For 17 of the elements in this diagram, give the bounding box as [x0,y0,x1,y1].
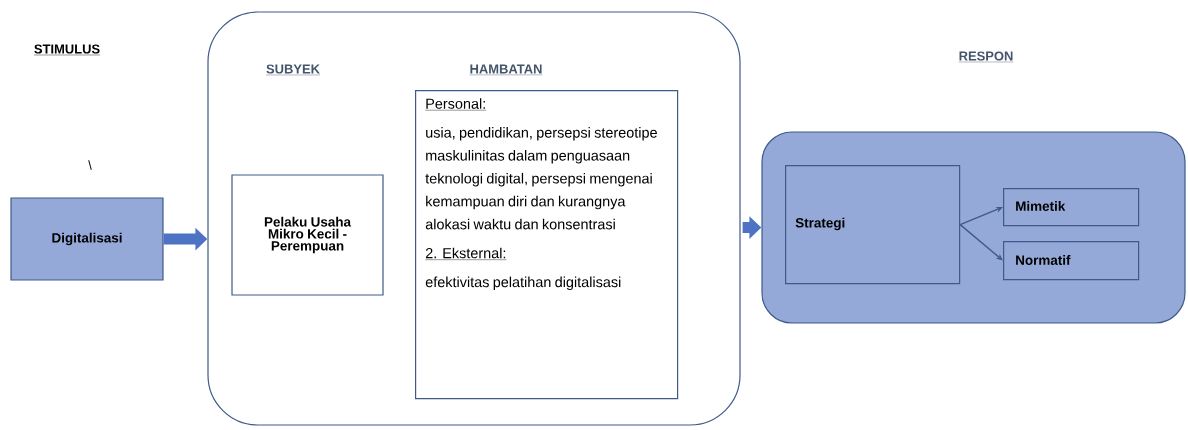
column-heading: SUBYEK [265,64,321,76]
section-heading: RESPON [958,51,1014,63]
section-heading: STIMULUS [33,44,101,56]
process-box: Normatif [1003,241,1140,281]
process-box: Mimetik [1003,188,1140,227]
text-box [415,90,679,400]
process-box: Pelaku Usaha Mikro Kecil - Perempuan [231,174,384,296]
process-box: Digitalisasi [10,197,164,281]
subheading: 2. Eksternal: [425,247,507,260]
subheading: Personal: [425,98,487,111]
arrow [959,223,1003,261]
stray-mark: \ [88,160,92,170]
process-box: Strategi [785,165,961,285]
paragraph: usia, pendidikan, persepsi stereotipe maskulinitas dalam penguasaan teknologi digital, persepsi mengenai kemampuan diri dan kurangnya alokasi waktu dan konsentrasi [425,127,657,230]
arrow [959,206,1003,226]
paragraph: efektivitas pelatihan digitalisasi [425,276,621,291]
column-heading: HAMBATAN [469,64,543,76]
